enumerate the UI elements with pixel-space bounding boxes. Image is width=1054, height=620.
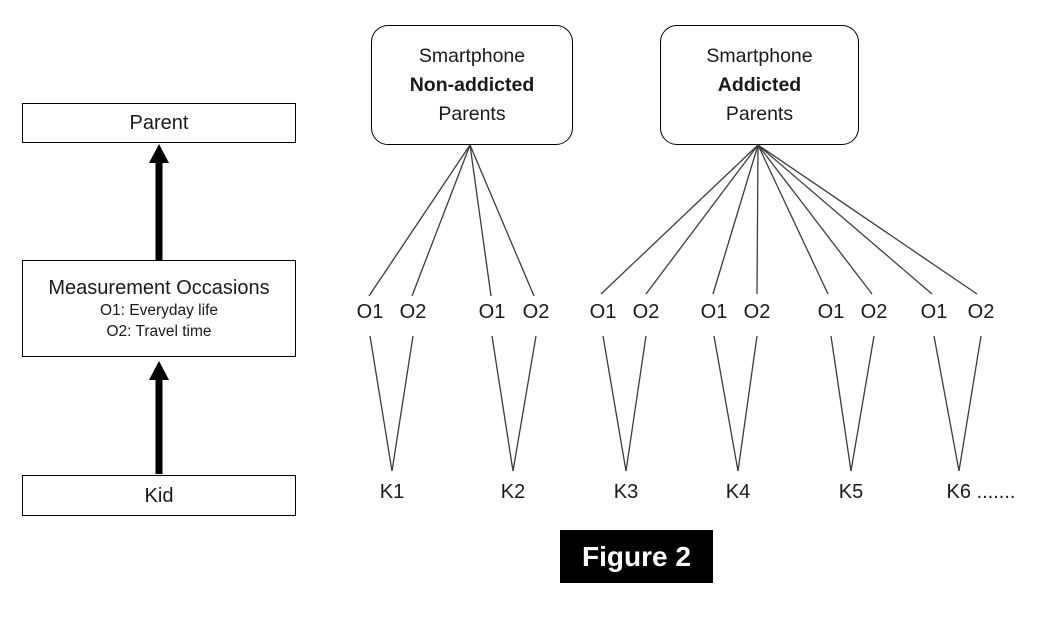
- group1-line3: Parents: [438, 102, 506, 125]
- parent-label: Parent: [129, 112, 189, 134]
- group-box-addicted: Smartphone Addicted Parents: [660, 25, 859, 145]
- kid-label: Kid: [144, 484, 174, 507]
- occasion-label-k6-o1: O1: [920, 301, 948, 323]
- occasion-label-k3-o2: O2: [632, 301, 660, 323]
- occasion-label-k1-o2: O2: [399, 301, 427, 323]
- group2-line1: Smartphone: [706, 44, 813, 67]
- occasion-label-k4-o1: O1: [700, 301, 728, 323]
- measurement-o1-desc: O1: Everyday life: [99, 301, 218, 319]
- parent-box: Parent: [22, 103, 296, 143]
- kid-label-k3: K3: [613, 481, 639, 503]
- kid-box: Kid: [22, 475, 296, 516]
- measurement-o2-desc: O2: Travel time: [106, 322, 212, 340]
- measurement-occasions-box: Measurement Occasions O1: Everyday life …: [22, 260, 296, 357]
- v-connectors: [369, 335, 982, 472]
- group1-line2: Non-addicted: [409, 73, 535, 96]
- arrow-kid-to-measurement: [149, 361, 169, 474]
- occasion-label-k4-o2: O2: [743, 301, 771, 323]
- occasion-label-k1-o1: O1: [356, 301, 384, 323]
- kid-label-k1: K1: [379, 481, 405, 503]
- fan-addicted: [600, 144, 978, 295]
- occasion-label-k2-o1: O1: [478, 301, 506, 323]
- measurement-title: Measurement Occasions: [48, 276, 270, 299]
- occasion-label-k6-o2: O2: [967, 301, 995, 323]
- measurement-text: Measurement Occasions O1: Everyday life …: [48, 276, 269, 342]
- occasion-label-k3-o1: O1: [589, 301, 617, 323]
- kid-label-k5: K5: [838, 481, 864, 503]
- figure-caption-label: Figure 2: [582, 540, 691, 572]
- kid-label-k4: K4: [725, 481, 751, 503]
- group1-line1: Smartphone: [418, 44, 526, 67]
- group-box-non-addicted: Smartphone Non-addicted Parents: [371, 25, 573, 145]
- fan-non-addicted: [368, 144, 535, 297]
- group2-line3: Parents: [725, 102, 794, 125]
- occasion-label-k5-o2: O2: [860, 301, 888, 323]
- occasion-label-k2-o2: O2: [522, 301, 550, 323]
- kid-label-k2: K2: [500, 481, 526, 503]
- arrow-measurement-to-parent: [149, 144, 169, 260]
- kid-label-k6: K6 .......: [946, 481, 1016, 503]
- occasion-label-k5-o1: O1: [817, 301, 845, 323]
- figure-caption: Figure 2: [560, 530, 713, 583]
- group2-line2: Addicted: [717, 73, 802, 96]
